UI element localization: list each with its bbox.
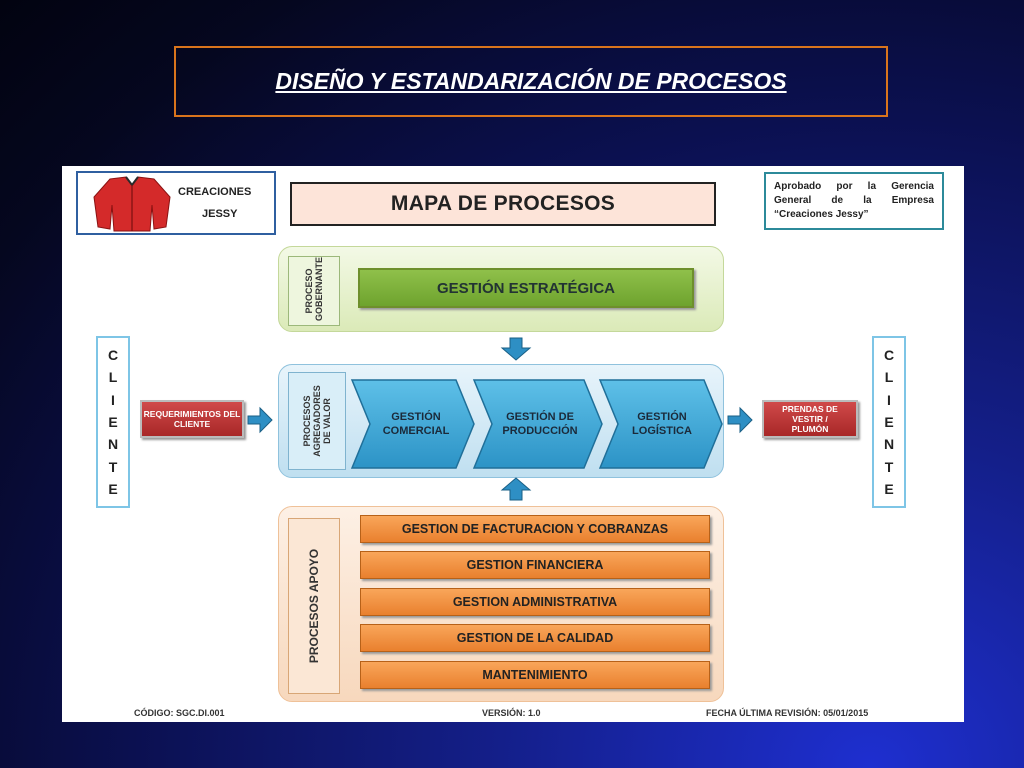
garments-output-box: PRENDAS DE VESTIR / PLUMÓN (762, 400, 858, 438)
governing-label: PROCESO GOBERNANTE (288, 256, 340, 326)
company-logo-box: CREACIONES JESSY (76, 171, 276, 235)
slide-title: DISEÑO Y ESTANDARIZACIÓN DE PROCESOS (275, 68, 787, 94)
value-chain-diagram: GESTIÓN COMERCIAL GESTIÓN DE PRODUCCIÓN … (350, 379, 723, 469)
support-item: GESTION FINANCIERA (360, 551, 710, 579)
arrow-right-icon (247, 406, 273, 434)
strategic-management-process: GESTIÓN ESTRATÉGICA (358, 268, 694, 308)
value-step-2-line1: GESTIÓN DE (506, 410, 574, 423)
footer-revision-date: FECHA ÚLTIMA REVISIÓN: 05/01/2015 (706, 708, 869, 718)
value-step-production (472, 379, 603, 469)
arrow-up-icon (500, 477, 532, 501)
support-item: GESTION DE FACTURACION Y COBRANZAS (360, 515, 710, 543)
arrow-right-icon (727, 406, 753, 434)
value-step-1-line2: COMERCIAL (383, 425, 450, 437)
approval-note: Aprobado por la Gerencia General de la E… (764, 172, 944, 230)
value-step-2-line2: PRODUCCIÓN (502, 424, 577, 437)
support-label: PROCESOS APOYO (288, 518, 340, 694)
support-item: GESTION DE LA CALIDAD (360, 624, 710, 652)
support-item: MANTENIMIENTO (360, 661, 710, 689)
company-name-line2: JESSY (202, 208, 238, 220)
value-label: PROCESOS AGREGADORES DE VALOR (288, 372, 346, 470)
value-step-3-line1: GESTIÓN (637, 410, 687, 423)
client-requirements-box: REQUERIMIENTOS DEL CLIENTE (140, 400, 244, 438)
company-name-line1: CREACIONES (178, 186, 252, 198)
footer-code: CÓDIGO: SGC.DI.001 (134, 708, 225, 718)
flow-arrows (247, 337, 753, 501)
value-step-commercial (350, 379, 475, 469)
red-jacket-icon (93, 176, 171, 232)
value-step-logistics (598, 379, 723, 469)
process-map-panel: CREACIONES JESSY MAPA DE PROCESOS Aproba… (62, 166, 964, 722)
footer-version: VERSIÓN: 1.0 (482, 708, 541, 718)
slide-title-box: DISEÑO Y ESTANDARIZACIÓN DE PROCESOS (174, 46, 888, 117)
value-step-3-line2: LOGÍSTICA (632, 424, 692, 437)
map-title: MAPA DE PROCESOS (390, 192, 616, 215)
arrow-down-icon (500, 337, 532, 361)
support-item: GESTION ADMINISTRATIVA (360, 588, 710, 616)
map-title-box: MAPA DE PROCESOS (290, 182, 716, 226)
value-step-1-line1: GESTIÓN (391, 410, 441, 423)
